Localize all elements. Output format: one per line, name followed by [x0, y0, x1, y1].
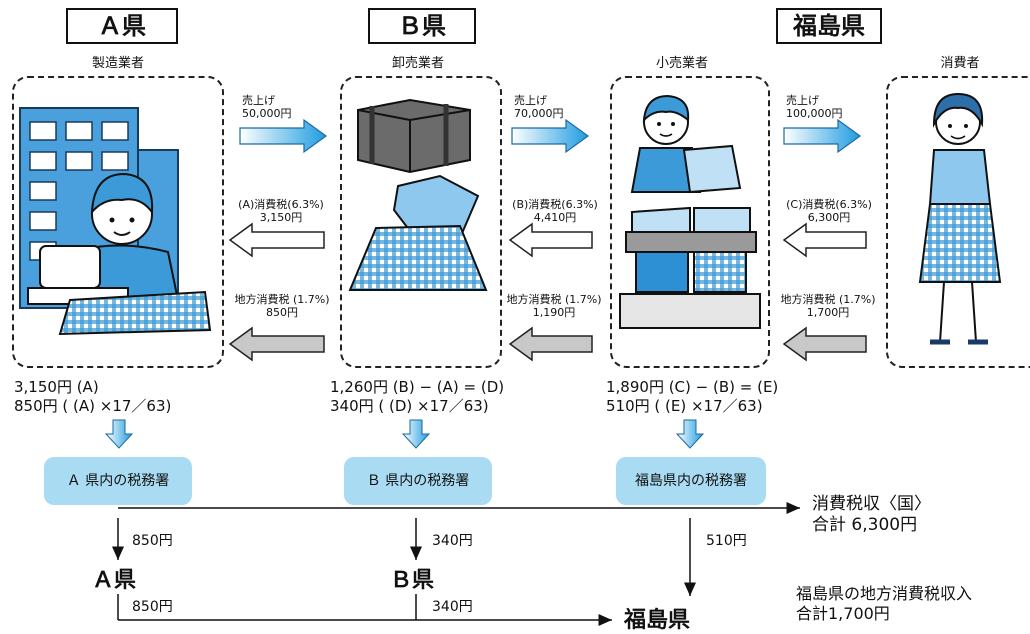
transfer-b-local: 340円	[432, 599, 473, 615]
tax-c-label: (C)消費税(6.3%)6,300円	[786, 198, 872, 224]
wholesaler-illustration	[348, 98, 488, 291]
local-revenue-summary: 福島県の地方消費税収入合計1,700円	[796, 584, 973, 623]
tax-office-fukushima: 福島県内の税務署	[616, 457, 766, 505]
role-consumer: 消費者	[940, 56, 980, 71]
transfer-f-national: 510円	[706, 533, 747, 549]
role-retailer: 小売業者	[655, 56, 708, 71]
prefecture-fukushima-heading: 福島県	[776, 8, 882, 44]
tax-a-label: (A)消費税(6.3%)3,150円	[238, 198, 324, 224]
transfer-a-national: 850円	[132, 533, 173, 549]
tax-office-b: Ｂ 県内の税務署	[344, 457, 492, 505]
tax-office-a: Ａ 県内の税務署	[44, 457, 192, 505]
calc-fukushima: 1,890円 (C) − (B) = (E)510円 ( (E) ×17／63)	[606, 378, 779, 415]
prefecture-a-heading: Ａ県	[66, 8, 178, 44]
transfer-b-national: 340円	[432, 533, 473, 549]
bottom-prefecture-b: Ｂ県	[390, 568, 435, 593]
bottom-prefecture-a: Ａ県	[92, 568, 137, 593]
manufacturer-illustration	[19, 107, 212, 336]
tax-b-label: (B)消費税(6.3%)4,410円	[512, 198, 598, 224]
tax-arrows	[228, 222, 867, 258]
role-manufacturer: 製造業者	[91, 56, 144, 71]
consumer-illustration	[918, 92, 1002, 345]
role-wholesaler: 卸売業者	[391, 56, 444, 71]
transfer-a-local: 850円	[132, 599, 173, 615]
retailer-illustration	[619, 94, 761, 329]
national-revenue-summary: 消費税収〈国〉合計 6,300円	[812, 494, 931, 535]
sale-arrows	[239, 118, 862, 154]
calc-b: 1,260円 (B) − (A) = (D)340円 ( (D) ×17／63)	[330, 378, 505, 415]
local-tax2-label: 地方消費税 (1.7%)1,190円	[506, 293, 602, 319]
prefecture-b-heading: Ｂ県	[368, 8, 476, 44]
calc-a: 3,150円 (A)850円 ( (A) ×17／63)	[14, 378, 172, 415]
office-down-arrows	[104, 419, 705, 449]
local-tax3-label: 地方消費税 (1.7%)1,700円	[780, 293, 876, 319]
local-tax-arrows	[228, 326, 867, 362]
local-tax1-label: 地方消費税 (1.7%)850円	[234, 293, 330, 319]
bottom-prefecture-fukushima: 福島県	[624, 608, 691, 633]
